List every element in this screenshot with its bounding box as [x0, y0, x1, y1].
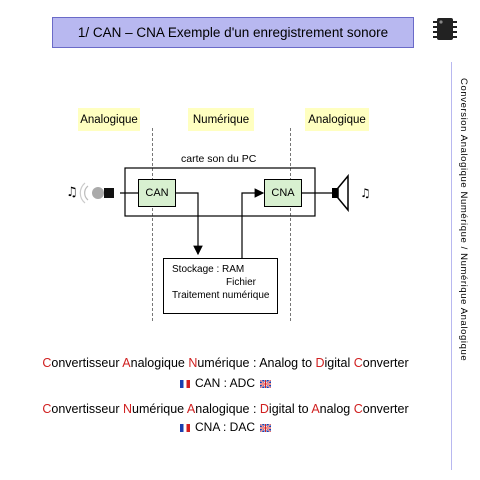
side-title: Conversion Analogique Numérique / Numéri…: [458, 78, 469, 362]
definition-segment: umérique: [132, 402, 187, 416]
definition-segment: nalogique: [130, 356, 189, 370]
french-flag-icon: [179, 424, 190, 432]
definition-segment: umérique : Analog to: [197, 356, 316, 370]
separator-left: [152, 128, 153, 321]
abbrev-can-row: CAN : ADC: [0, 376, 451, 390]
svg-text:♫: ♫: [66, 185, 78, 200]
chip-icon: [433, 18, 457, 40]
microphone-icon: ♫: [66, 182, 114, 204]
definition-segment: onverter: [362, 402, 409, 416]
definition-can: Convertisseur Analogique Numérique : Ana…: [0, 356, 451, 370]
definition-segment: A: [122, 356, 131, 370]
definition-segment: onvertisseur: [51, 356, 123, 370]
definition-segment: N: [122, 402, 132, 416]
definition-segment: C: [353, 402, 363, 416]
definition-segment: onverter: [362, 356, 409, 370]
zone-digital: Numérique: [188, 108, 254, 131]
can-block: CAN: [138, 179, 176, 207]
speaker-icon: ♫: [332, 173, 371, 213]
definition-segment: D: [259, 402, 269, 416]
zone-analog-left: Analogique: [78, 108, 140, 131]
separator-right: [290, 128, 291, 321]
definition-segment: C: [353, 356, 363, 370]
cna-block: CNA: [264, 179, 302, 207]
uk-flag-icon: [260, 380, 271, 388]
definition-segment: C: [42, 356, 52, 370]
side-divider: [451, 62, 452, 470]
definition-segment: N: [188, 356, 198, 370]
storage-line-3: Traitement numérique: [172, 290, 270, 301]
definition-segment: nalogique :: [195, 402, 260, 416]
abbrev-can: CAN : ADC: [194, 376, 255, 390]
definition-segment: A: [311, 402, 320, 416]
zone-analog-right: Analogique: [305, 108, 369, 131]
diagram-connections: [120, 167, 333, 258]
storage-line-1: Stockage : RAM: [172, 264, 245, 275]
definition-cna: Convertisseur Numérique Analogique : Dig…: [0, 402, 451, 416]
definition-segment: A: [186, 402, 196, 416]
svg-text:♫: ♫: [360, 186, 371, 200]
french-flag-icon: [179, 380, 190, 388]
definition-segment: igital to: [268, 402, 312, 416]
page-title: 1/ CAN – CNA Exemple d'un enregistrement…: [52, 17, 414, 48]
definition-segment: igital: [324, 356, 354, 370]
definition-segment: D: [315, 356, 325, 370]
abbrev-cna: CNA : DAC: [194, 420, 255, 434]
definition-segment: nalog: [319, 402, 354, 416]
definition-segment: onvertisseur: [51, 402, 123, 416]
storage-line-2: Fichier: [226, 277, 257, 288]
definition-segment: C: [42, 402, 52, 416]
storage-box: Stockage : RAM Fichier Traitement numéri…: [163, 258, 278, 314]
sound-card-label: carte son du PC: [181, 153, 257, 165]
uk-flag-icon: [260, 424, 271, 432]
abbrev-cna-row: CNA : DAC: [0, 420, 451, 434]
